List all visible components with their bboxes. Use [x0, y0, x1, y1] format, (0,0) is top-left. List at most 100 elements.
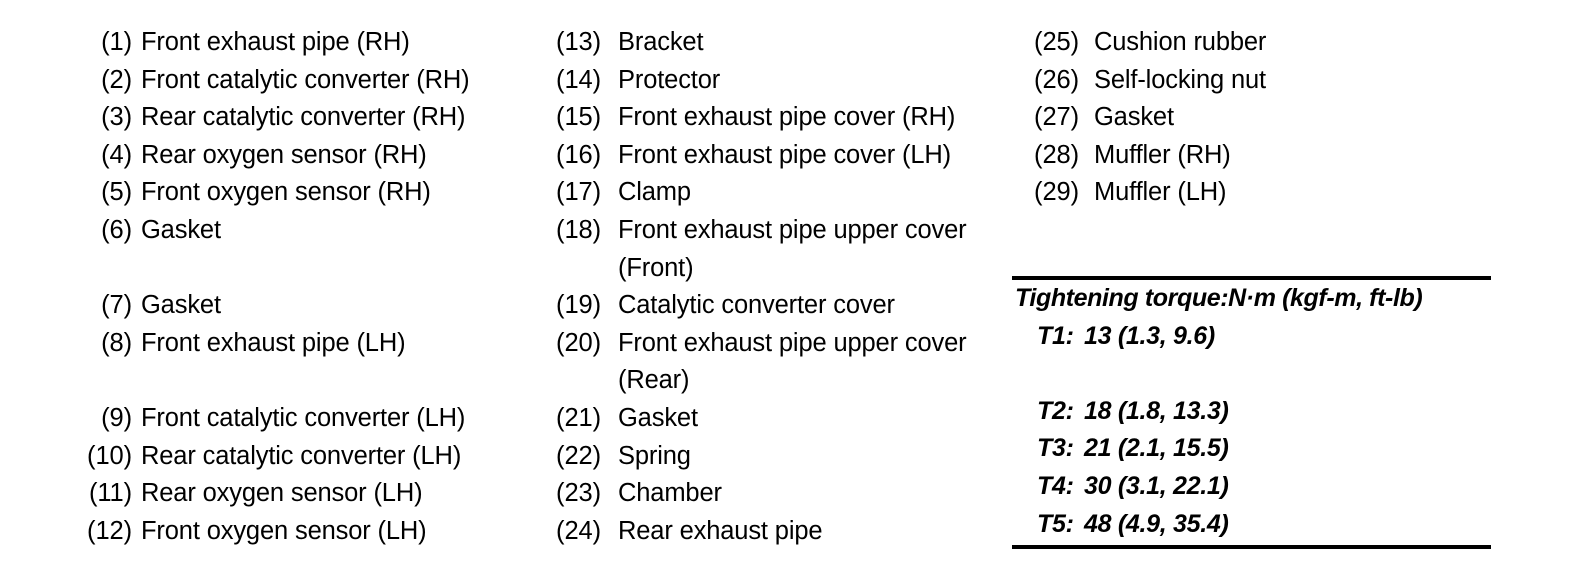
- part-number: (15): [556, 103, 601, 132]
- tightening-torque-table: Tightening torque:N·m (kgf-m, ft-lb) T1:…: [1012, 276, 1491, 550]
- part-row: (2) Front catalytic converter (RH): [62, 62, 502, 100]
- torque-row: T4: 30 (3.1, 22.1): [1012, 468, 1491, 506]
- torque-value: 21 (2.1, 15.5): [1084, 434, 1229, 463]
- part-label: Muffler (RH): [1094, 140, 1231, 169]
- part-label: Rear catalytic converter (RH): [141, 103, 466, 132]
- part-label: Gasket: [141, 291, 221, 320]
- part-number: (9): [101, 403, 132, 432]
- part-row: (5)Front oxygen sensor (RH): [62, 174, 502, 212]
- part-row: (11)Rear oxygen sensor (LH): [62, 475, 502, 513]
- torque-rows: T1: 13 (1.3, 9.6) T2: 18 (1.8, 13.3) T3: 21 (…: [1012, 318, 1491, 544]
- part-number: (23): [556, 479, 601, 508]
- torque-value: 13 (1.3, 9.6): [1084, 321, 1215, 350]
- part-row: (17) Clamp: [541, 174, 971, 212]
- torque-key: T2:: [1037, 396, 1074, 425]
- torque-value: 48 (4.9, 35.4): [1084, 509, 1229, 538]
- part-row: (20) Front exhaust pipe upper cover (Rear…: [541, 325, 971, 400]
- part-label: Chamber: [618, 479, 722, 508]
- part-label: Front catalytic converter (LH): [141, 403, 466, 432]
- part-number: (27): [1034, 103, 1079, 132]
- part-label: Protector: [618, 65, 721, 94]
- part-label: Rear catalytic converter (LH): [141, 441, 462, 470]
- part-label: Rear oxygen sensor (LH): [141, 479, 423, 508]
- part-row: (23) Chamber: [541, 475, 971, 513]
- part-row: (10) Rear catalytic converter (LH): [62, 438, 502, 476]
- part-row: (19) Catalytic converter cover: [541, 287, 971, 325]
- part-row: (6)Gasket: [62, 212, 502, 250]
- part-label: Clamp: [618, 178, 691, 207]
- part-number: (1): [101, 28, 132, 56]
- part-row: (21) Gasket: [541, 400, 971, 438]
- part-number: (7): [101, 291, 132, 320]
- part-label: Spring: [618, 441, 691, 470]
- part-row: (7) Gasket: [62, 287, 502, 325]
- part-row: (25) Cushion rubber: [1019, 24, 1459, 62]
- part-row: (13) Bracket: [541, 24, 971, 62]
- part-label: Front exhaust pipe cover (RH): [618, 103, 956, 132]
- part-number: (18): [556, 215, 601, 244]
- part-row: (3) Rear catalytic converter (RH): [62, 99, 502, 137]
- torque-value: 18 (1.8, 13.3): [1084, 396, 1229, 425]
- part-label: Gasket: [618, 403, 698, 432]
- list-spacer: [62, 250, 502, 288]
- torque-row: T5:48 (4.9, 35.4): [1012, 506, 1491, 544]
- part-row: (22)Spring: [541, 438, 971, 476]
- part-number: (4): [101, 140, 132, 169]
- part-label: Bracket: [618, 28, 704, 56]
- part-number: (3): [101, 103, 132, 132]
- part-number: (13): [556, 28, 601, 56]
- part-number: (5): [101, 178, 132, 207]
- part-number: (12): [87, 516, 132, 545]
- part-number: (17): [556, 178, 601, 207]
- part-row: (16) Front exhaust pipe cover (LH): [541, 137, 971, 175]
- part-label: Cushion rubber: [1094, 28, 1267, 56]
- torque-value: 30 (3.1, 22.1): [1084, 471, 1229, 500]
- part-number: (21): [556, 403, 601, 432]
- part-label: Front exhaust pipe cover (LH): [618, 140, 951, 169]
- part-number: (29): [1034, 178, 1079, 207]
- part-label: Gasket: [141, 215, 221, 244]
- part-label: Front exhaust pipe (LH): [141, 328, 406, 357]
- part-number: (2): [101, 65, 132, 94]
- part-number: (16): [556, 140, 601, 169]
- part-number: (10): [87, 441, 132, 470]
- part-number: (25): [1034, 28, 1079, 56]
- part-row: (29) Muffler (LH): [1019, 174, 1459, 212]
- part-label: Front exhaust pipe upper cover (Front): [618, 215, 967, 282]
- part-label: Self-locking nut: [1094, 65, 1266, 94]
- torque-key: T3:: [1037, 434, 1074, 463]
- part-number: (20): [556, 328, 601, 357]
- part-label: Front exhaust pipe upper cover (Rear): [618, 328, 967, 395]
- part-row: (15) Front exhaust pipe cover (RH): [541, 99, 971, 137]
- part-number: (26): [1034, 65, 1079, 94]
- part-row: (9) Front catalytic converter (LH): [62, 400, 502, 438]
- table-bottom-rule: [1012, 545, 1491, 550]
- part-label: Muffler (LH): [1094, 178, 1227, 207]
- torque-row: T3: 21 (2.1, 15.5): [1012, 430, 1491, 468]
- parts-column-1: (1) Front exhaust pipe (RH) (2) Front catal…: [62, 24, 502, 550]
- part-label: Front exhaust pipe (RH): [141, 28, 410, 56]
- part-row: (24) Rear exhaust pipe: [541, 513, 971, 551]
- part-label: Front catalytic converter (RH): [141, 65, 470, 94]
- torque-spacer: [1012, 355, 1491, 393]
- torque-table-title: Tightening torque:N·m (kgf-m, ft-lb): [1015, 284, 1423, 312]
- part-row: (12) Front oxygen sensor (LH): [62, 513, 502, 551]
- torque-key: T1:: [1037, 321, 1074, 350]
- part-number: (14): [556, 65, 601, 94]
- part-number: (28): [1034, 140, 1079, 169]
- table-top-rule: [1012, 276, 1491, 280]
- part-row: (4)Rear oxygen sensor (RH): [62, 137, 502, 175]
- torque-row: T2: 18 (1.8, 13.3): [1012, 393, 1491, 431]
- parts-column-2: (13) Bracket (14) Protector (15) Front exhaus…: [541, 24, 971, 550]
- part-label: Rear exhaust pipe: [618, 516, 823, 545]
- list-spacer: [62, 362, 502, 400]
- parts-column-3: (25)Cushion rubber(26)Self-locking nut(2…: [1019, 24, 1459, 212]
- part-label: Catalytic converter cover: [618, 291, 895, 320]
- part-number: (24): [556, 516, 601, 545]
- torque-key: T4:: [1037, 471, 1074, 500]
- part-number: (19): [556, 291, 601, 320]
- part-row: (26) Self-locking nut: [1019, 62, 1459, 100]
- part-label: Front oxygen sensor (LH): [141, 516, 427, 545]
- part-row: (27)Gasket: [1019, 99, 1459, 137]
